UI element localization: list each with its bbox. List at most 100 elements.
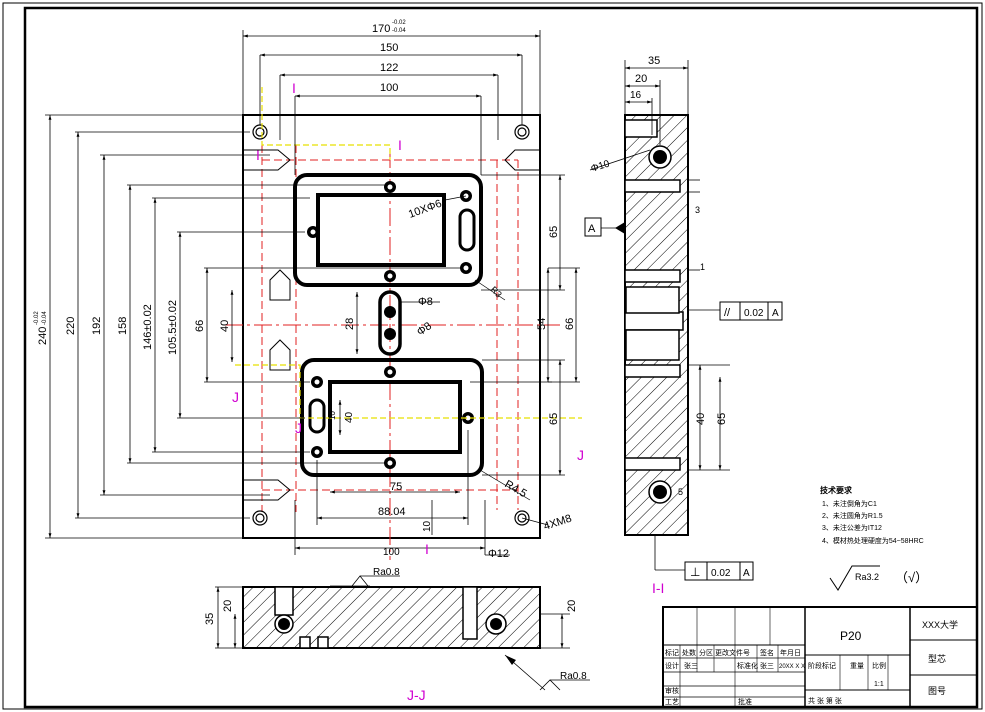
section-mark-i-right: I bbox=[398, 137, 402, 153]
dim-150: 150 bbox=[380, 42, 398, 54]
side-dim-35: 35 bbox=[648, 55, 660, 67]
tb-std-name: 张三 bbox=[760, 661, 774, 670]
roughness-bottom: Ra0.8 bbox=[560, 671, 587, 682]
bottom-dim-20-right: 20 bbox=[566, 600, 578, 612]
tb-approve: 批准 bbox=[738, 697, 752, 706]
side-dim-16: 16 bbox=[630, 90, 642, 101]
tb-stage: 阶段标记 bbox=[808, 661, 836, 670]
tb-weight: 重量 bbox=[850, 662, 864, 670]
dim-40-window: 40 bbox=[344, 411, 355, 423]
dim-65-bottom: 65 bbox=[548, 413, 560, 425]
tb-hdr-zone: 分区 bbox=[699, 648, 713, 657]
inner-frame bbox=[23, 6, 979, 709]
side-section-label: I-I bbox=[652, 580, 664, 596]
dim-88-04: 88.04 bbox=[378, 506, 406, 518]
dim-phi8-b: Φ8 bbox=[415, 320, 434, 338]
dim-240: 240 bbox=[37, 327, 49, 345]
dim-192: 192 bbox=[91, 317, 103, 335]
dim-146: 146±0.02 bbox=[142, 304, 154, 350]
tb-scale: 比例 bbox=[872, 661, 886, 670]
roughness-top: Ra0.8 bbox=[373, 567, 400, 578]
tb-sheets: 共 张 第 张 bbox=[808, 696, 842, 705]
dim-75: 75 bbox=[390, 481, 402, 493]
datum-a: A bbox=[588, 223, 596, 235]
section-mark-j-mid: J bbox=[295, 420, 302, 436]
parallel-tolerance-frame: // 0.02 A bbox=[719, 301, 783, 321]
side-dim-3: 3 bbox=[695, 205, 700, 215]
general-roughness: Ra3.2 bbox=[855, 572, 879, 582]
general-roughness-other: （√） bbox=[895, 570, 928, 585]
side-dim-5: 5 bbox=[678, 487, 683, 497]
dim-105: 105.5±0.02 bbox=[167, 300, 179, 355]
tb-scale-val: 1:1 bbox=[874, 681, 884, 688]
note-4: 4、模材热处理硬度为54~58HRC bbox=[822, 536, 924, 545]
tb-part: P20 bbox=[840, 629, 862, 643]
note-3: 3、未注公差为IT12 bbox=[822, 523, 882, 532]
dim-66-right: 66 bbox=[564, 318, 576, 330]
tb-design: 设计 bbox=[665, 661, 679, 670]
side-dim-20: 20 bbox=[635, 73, 647, 85]
dim-10-small: 10 bbox=[328, 411, 337, 420]
parallel-symbol: // bbox=[724, 307, 731, 319]
perpendicular-tolerance-frame: ⊥ 0.02 A bbox=[684, 561, 754, 581]
dim-28: 28 bbox=[344, 318, 356, 330]
bottom-dim-20-left: 20 bbox=[222, 600, 234, 612]
note-1: 1、未注倒角为C1 bbox=[822, 499, 877, 508]
dim-122: 122 bbox=[380, 62, 398, 74]
tb-drawing-name: 型芯 bbox=[928, 653, 946, 664]
note-2: 2、未注圆角为R1.5 bbox=[822, 511, 883, 520]
tb-hdr-sign: 签名 bbox=[760, 648, 774, 657]
notes-title: 技术要求 bbox=[820, 485, 853, 495]
parallel-ref: A bbox=[772, 308, 779, 319]
bottom-dim-35: 35 bbox=[204, 613, 216, 625]
tb-review: 审核 bbox=[665, 686, 679, 695]
tb-school: XXX大学 bbox=[922, 619, 958, 630]
dim-170-tol-up: -0.02 bbox=[392, 20, 406, 26]
dim-240-tol-dn: -0.04 bbox=[42, 311, 48, 325]
tb-hdr-mark: 标记 bbox=[665, 648, 679, 657]
tb-design-name: 张三 bbox=[684, 661, 698, 670]
perpendicular-symbol: ⊥ bbox=[690, 565, 700, 579]
section-mark-i-left: I bbox=[256, 147, 260, 163]
bottom-section-view: 35 20 20 Ra0.8 Ra0.8 J-J bbox=[204, 567, 590, 703]
bottom-section-label: J-J bbox=[407, 687, 426, 703]
title-block-text: P20 XXX大学 型芯 图号 标记 处数 分区 更改文件号 签名 年月日 设计… bbox=[665, 619, 958, 706]
dim-54: 54 bbox=[536, 318, 548, 330]
technical-notes: 技术要求 1、未注倒角为C1 2、未注圆角为R1.5 3、未注公差为IT12 4… bbox=[820, 485, 928, 591]
side-dim-phi10: Φ10 bbox=[590, 158, 612, 174]
dim-158: 158 bbox=[117, 317, 129, 335]
dim-100-top: 100 bbox=[380, 82, 398, 94]
dim-170: 170 bbox=[372, 23, 390, 35]
dim-phi12: Φ12 bbox=[488, 548, 509, 560]
dim-40: 40 bbox=[219, 320, 231, 332]
dim-220: 220 bbox=[65, 317, 77, 335]
plate-outline bbox=[242, 114, 541, 539]
dim-240-tol-up: -0.02 bbox=[34, 311, 40, 325]
tb-hdr-count: 处数 bbox=[682, 648, 696, 657]
side-dim-40: 40 bbox=[695, 413, 707, 425]
dim-4xm8: 4XM8 bbox=[542, 513, 573, 533]
section-mark-i-top: I bbox=[292, 80, 296, 96]
side-dim-65: 65 bbox=[716, 413, 728, 425]
dim-66: 66 bbox=[194, 320, 206, 332]
front-view: 170 -0.02 -0.04 150 122 100 240 -0.02 -0 bbox=[34, 20, 584, 560]
title-block bbox=[662, 606, 978, 708]
tb-date: 20XX X X bbox=[779, 664, 805, 670]
tb-hdr-doc: 更改文件号 bbox=[715, 648, 750, 657]
datum-a-box bbox=[584, 217, 602, 237]
perpendicular-ref: A bbox=[743, 568, 750, 579]
dim-170-tol-dn: -0.04 bbox=[392, 28, 406, 34]
dim-100-bottom: 100 bbox=[383, 547, 400, 558]
tb-drawing-no: 图号 bbox=[928, 686, 946, 696]
section-mark-i-bottom: I bbox=[425, 541, 429, 557]
section-mark-j-right: J bbox=[577, 447, 584, 463]
dim-10xphi6: 10XΦ6 bbox=[407, 198, 443, 221]
tb-hdr-date: 年月日 bbox=[780, 648, 801, 657]
side-dim-1: 1 bbox=[700, 262, 705, 272]
tb-process: 工艺 bbox=[665, 698, 679, 706]
side-section-view: 35 20 16 Φ10 3 1 5 40 65 A // 0.02 A ⊥ 0… bbox=[584, 55, 783, 596]
parallel-tolerance: 0.02 bbox=[744, 308, 764, 319]
section-mark-j-left: J bbox=[232, 389, 239, 405]
